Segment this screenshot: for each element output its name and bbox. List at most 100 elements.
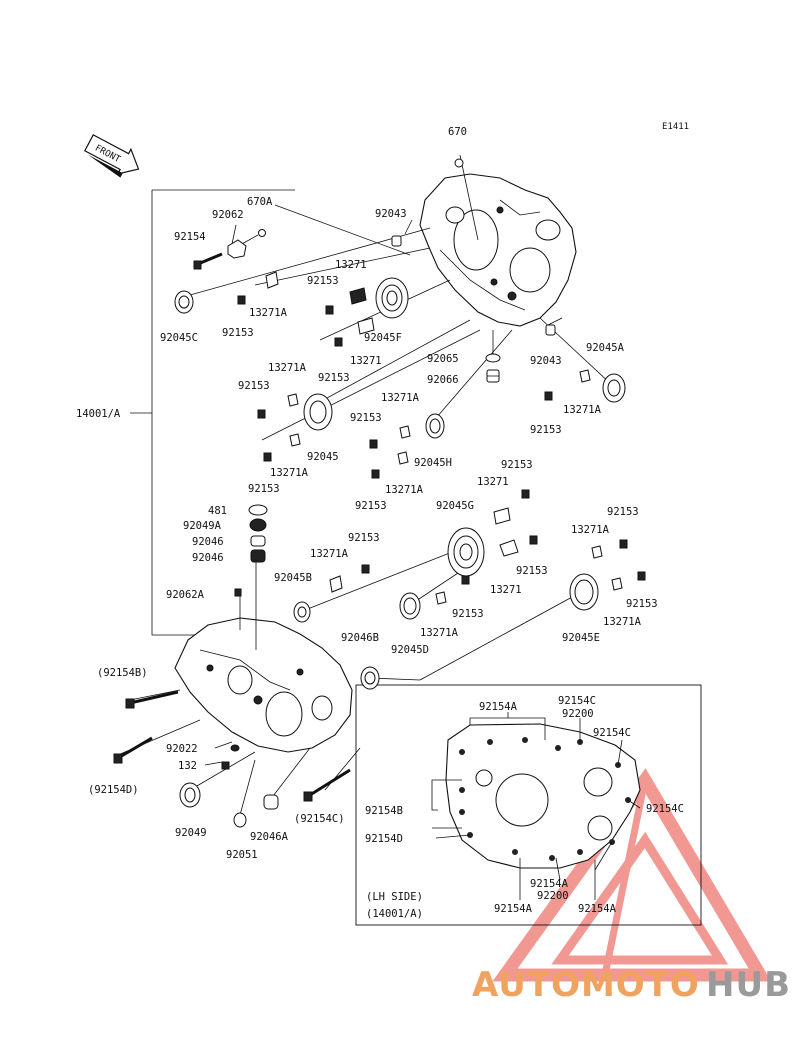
left-crankcase-half [174,617,353,753]
label-92045h: 92045H [414,457,452,469]
label-670: 670 [448,126,467,138]
lh-side-assembly: (14001/A) [366,908,423,920]
part-plate-13271a-h [591,545,603,559]
label-92045b: 92045B [274,572,312,584]
part-plate-13271-b [357,317,375,335]
part-seal-92049 [179,782,201,808]
part-oil-seal-92045b [293,601,311,623]
part-screw-92153-h [371,469,380,479]
label-92045: 92045 [307,451,339,463]
part-screw-92153-e [257,409,266,419]
part-screw-92153-g [263,452,272,462]
label-92046-a: 92046 [192,536,224,548]
part-bushing-92046b [360,666,380,690]
part-bearing-92045d [399,592,421,620]
part-plate-13271a-a [265,271,279,289]
label-92045c: 92045C [160,332,198,344]
part-dowel-92062a [234,588,242,597]
part-washer-92022 [230,744,240,752]
lh-side-inset [355,684,702,926]
label-92046a: 92046A [250,831,289,843]
label-92049: 92049 [175,827,207,839]
part-screw-92153-d [544,391,553,401]
part-plate-13271a-e [289,433,301,447]
part-bolt-132 [221,761,230,770]
watermark-auto: AUTOMOTO [472,965,700,1005]
part-oil-seal-92045c [174,290,194,314]
part-plate-13271-a [349,287,367,305]
label-92065: 92065 [427,353,459,365]
lh-label-92154a-bl: 92154A [494,903,533,915]
label-92062a: 92062A [166,589,205,601]
label-92153-a: 92153 [307,275,339,287]
lh-side-labels: 92154A 92154C 92200 92154C 92154B 92154C… [365,695,684,920]
label-92153-n: 92153 [626,598,658,610]
label-92153-m: 92153 [452,608,484,620]
lh-label-92154d: 92154D [365,833,403,845]
part-bolt-92154b [125,690,179,709]
part-bushing-92062 [227,239,247,259]
label-92154: 92154 [174,231,206,243]
label-92154c-left: (92154C) [294,813,345,825]
part-screw-92153-l [529,535,538,545]
label-13271a-j: 13271A [420,627,459,639]
lh-label-92200-mid: 92200 [537,890,569,902]
part-screw-92153-a [325,305,334,315]
right-crankcase-half [419,173,577,327]
watermark-text: AUTOMOTO HUB [472,965,791,1005]
lh-label-92154a-br: 92154A [578,903,617,915]
label-92045a: 92045A [586,342,625,354]
label-13271-a: 13271 [335,259,367,271]
label-92154d: (92154D) [88,784,139,796]
part-screw-92153-f [369,439,378,449]
part-plate-13271-d [499,539,519,557]
part-plate-13271a-j [435,591,447,605]
label-670a: 670A [247,196,273,208]
part-bolt-92154c [303,768,351,802]
label-92153-i: 92153 [501,459,533,471]
part-screw-92153-b [237,295,246,305]
label-13271a-g: 13271A [310,548,349,560]
label-92043-mid: 92043 [530,355,562,367]
label-13271a-b: 13271A [563,404,602,416]
part-bearing-92045e [569,573,599,611]
part-screw-92153-j [361,564,370,574]
label-481: 481 [208,505,227,517]
part-dowel-92043-top [391,235,402,247]
part-labels: 670 670A 92062 92154 92045C 92043 13271 … [88,126,658,861]
label-92043-top: 92043 [375,208,407,220]
part-plug-92066 [486,369,500,383]
part-oring-670 [454,158,464,168]
part-bearing-92045g [447,527,485,577]
lh-label-92154b: 92154B [365,805,403,817]
label-92153-d: 92153 [530,424,562,436]
part-screw-92153-c [334,337,343,347]
label-92153-h: 92153 [355,500,387,512]
label-92045g: 92045G [436,500,474,512]
part-bushing-92046-a [250,535,266,547]
label-92045f: 92045F [364,332,402,344]
watermark-hub: HUB [706,965,791,1005]
lh-label-92154a-top: 92154A [479,701,518,713]
part-dowel-92043-mid [545,324,556,336]
label-13271a-f: 13271A [385,484,424,496]
label-13271a-i: 13271A [603,616,642,628]
part-collar-92051 [233,812,247,828]
label-92049a: 92049A [183,520,222,532]
label-13271-c: 13271 [477,476,509,488]
leader-lines [117,154,613,816]
part-screw-92153-m [461,575,470,585]
label-92153-b: 92153 [222,327,254,339]
part-bearing-92045f [375,277,409,319]
part-bearing-92045 [303,393,333,431]
watermark-logo [492,768,772,982]
part-seal-92049a [249,518,267,532]
part-oil-seal-92045a [602,373,626,403]
diagram-code: E1411 [662,122,689,132]
label-92062: 92062 [212,209,244,221]
part-screw-92153-n [637,571,646,581]
label-13271-b: 13271 [350,355,382,367]
label-92154b: (92154B) [97,667,148,679]
label-132: 132 [178,760,197,772]
